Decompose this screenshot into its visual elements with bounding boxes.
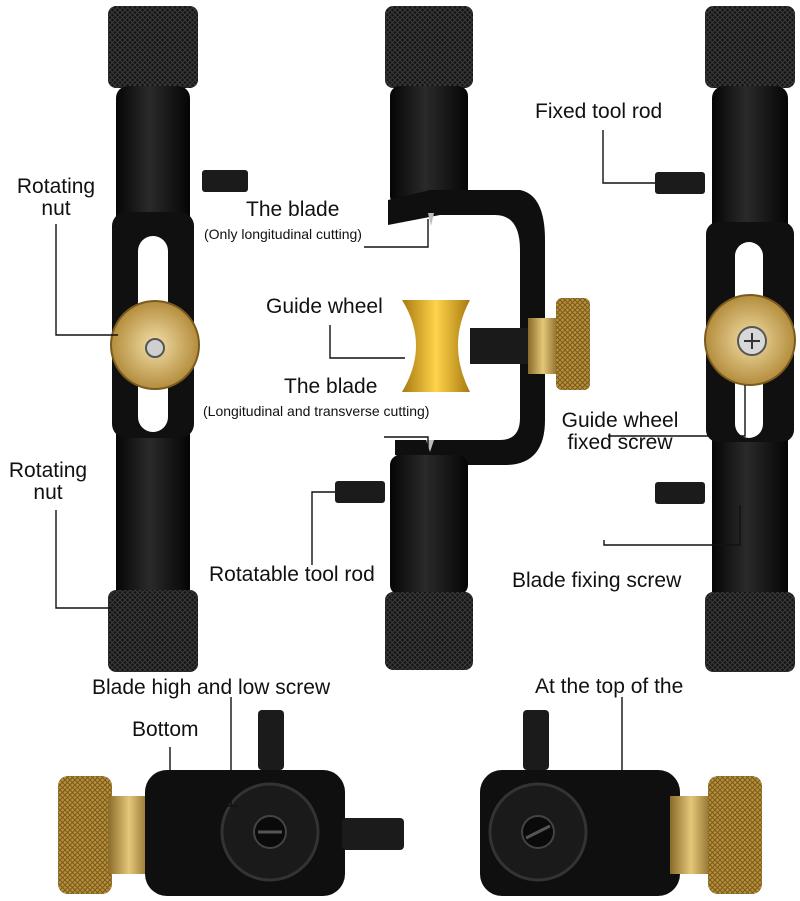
gold-guide-wheel — [402, 300, 470, 392]
bottom-knurled-nut — [108, 590, 198, 672]
rotatable-tool-rod-label: Rotatable tool rod — [209, 563, 375, 586]
fixed-tool-rod — [655, 172, 705, 194]
brass-knob — [556, 298, 590, 390]
bottom-label: Bottom — [132, 718, 199, 741]
bottom-knurled-nut — [705, 592, 795, 672]
blade-top-label: The blade — [246, 198, 340, 221]
bottom-right-tool — [480, 710, 762, 896]
blade-bottom-label: The blade — [284, 375, 378, 398]
top-knurled-nut — [108, 6, 198, 88]
blade-fixing-screw-label: Blade fixing screw — [512, 569, 682, 592]
tool-rod-peg — [202, 170, 248, 192]
rotating-nut-bottom-label: Rotating nut — [8, 459, 88, 505]
bottom-left-tool — [58, 710, 404, 896]
blade-top-note: (Only longitudinal cutting) — [204, 226, 362, 242]
rotating-nut-top-label: Rotating nut — [16, 175, 96, 221]
rotatable-tool-rod — [335, 481, 385, 503]
blade-bottom-note: (Longitudinal and transverse cutting) — [203, 403, 430, 419]
left-tool — [108, 6, 248, 672]
c-frame — [388, 190, 545, 465]
guide-wheel-label: Guide wheel — [266, 295, 383, 318]
fixed-tool-rod-label: Fixed tool rod — [535, 100, 663, 123]
bottom-knurled-nut — [385, 592, 473, 670]
leader-lines — [55, 130, 746, 807]
guide-wheel-fixed-screw-label: Guide wheel fixed screw — [561, 409, 679, 455]
at-the-top-label: At the top of the — [535, 675, 684, 698]
blade-high-low-screw-label: Blade high and low screw — [92, 676, 331, 699]
top-knurled-nut — [705, 6, 795, 88]
top-knurled-nut — [385, 6, 473, 88]
center-tool — [335, 6, 590, 670]
brass-knob — [58, 776, 112, 894]
right-tool — [655, 6, 796, 672]
brass-knob — [708, 776, 762, 894]
